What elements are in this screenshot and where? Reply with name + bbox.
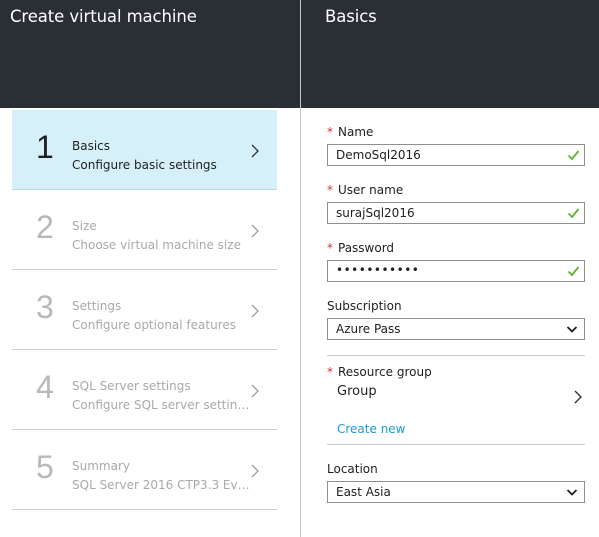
checkmark-icon — [567, 208, 580, 219]
user-name-label: * User name — [327, 183, 403, 197]
chevron-right-icon — [251, 464, 259, 478]
checkmark-icon — [567, 266, 580, 277]
blade-title: Create virtual machine — [10, 7, 197, 26]
step-number: 3 — [36, 289, 54, 325]
basics-blade: Basics * Name DemoSql2016 * User name sura… — [301, 0, 599, 537]
create-new-link[interactable]: Create new — [337, 422, 406, 436]
chevron-right-icon — [251, 224, 259, 238]
name-input[interactable]: DemoSql2016 — [327, 144, 585, 166]
password-input[interactable]: ••••••••••• — [327, 260, 585, 282]
step-number: 5 — [36, 449, 54, 485]
name-label-text: Name — [338, 125, 374, 139]
blade-divider — [300, 0, 301, 537]
step-title: Summary — [72, 459, 130, 473]
create-vm-blade: Create virtual machine 1 Basics Configur… — [0, 0, 300, 510]
chevron-down-icon — [566, 489, 578, 496]
step-number: 4 — [36, 369, 54, 405]
step-title: Size — [72, 219, 97, 233]
step-summary[interactable]: 5 Summary SQL Server 2016 CTP3.3 Evaluat… — [12, 430, 277, 510]
password-value: ••••••••••• — [336, 263, 420, 277]
password-label-text: Password — [338, 241, 395, 255]
step-title: Basics — [72, 139, 111, 153]
required-asterisk: * — [327, 125, 333, 139]
step-number: 2 — [36, 209, 54, 245]
user-name-value: surajSql2016 — [336, 206, 415, 220]
checkmark-icon — [567, 150, 580, 161]
user-name-input[interactable]: surajSql2016 — [327, 202, 585, 224]
step-description: Choose virtual machine size — [72, 238, 241, 252]
location-select[interactable]: East Asia — [327, 481, 585, 503]
section-divider — [327, 355, 585, 356]
required-asterisk: * — [327, 241, 333, 255]
step-description: Configure basic settings — [72, 158, 217, 172]
wizard-steps: 1 Basics Configure basic settings 2 Size… — [12, 110, 277, 510]
create-vm-blade-header: Create virtual machine — [0, 0, 300, 108]
step-title: SQL Server settings — [72, 379, 191, 393]
step-settings[interactable]: 3 Settings Configure optional features — [12, 270, 277, 350]
step-description: Configure SQL server settings — [72, 398, 250, 412]
step-basics[interactable]: 1 Basics Configure basic settings — [12, 110, 277, 190]
name-value: DemoSql2016 — [336, 148, 421, 162]
chevron-right-icon — [251, 384, 259, 398]
subscription-select[interactable]: Azure Pass — [327, 318, 585, 340]
resource-group-label-text: Resource group — [338, 365, 432, 379]
name-label: * Name — [327, 125, 373, 139]
step-number: 1 — [36, 129, 54, 165]
resource-group-label: * Resource group — [327, 365, 432, 379]
location-label: Location — [327, 462, 378, 476]
chevron-right-icon — [251, 304, 259, 318]
location-value: East Asia — [336, 485, 391, 499]
resource-group-value[interactable]: Group — [337, 384, 377, 399]
subscription-value: Azure Pass — [336, 322, 401, 336]
subscription-label: Subscription — [327, 299, 402, 313]
chevron-down-icon — [566, 326, 578, 333]
step-description: Configure optional features — [72, 318, 236, 332]
step-size[interactable]: 2 Size Choose virtual machine size — [12, 190, 277, 270]
step-title: Settings — [72, 299, 122, 313]
blade-title: Basics — [325, 7, 377, 26]
required-asterisk: * — [327, 365, 333, 379]
password-label: * Password — [327, 241, 394, 255]
user-name-label-text: User name — [338, 183, 404, 197]
basics-blade-header: Basics — [301, 0, 599, 108]
step-sql-server-settings[interactable]: 4 SQL Server settings Configure SQL serv… — [12, 350, 277, 430]
chevron-right-icon — [251, 144, 259, 158]
step-description: SQL Server 2016 CTP3.3 Evaluat... — [72, 478, 250, 492]
required-asterisk: * — [327, 183, 333, 197]
section-divider — [327, 444, 585, 445]
chevron-right-icon[interactable] — [572, 389, 584, 405]
